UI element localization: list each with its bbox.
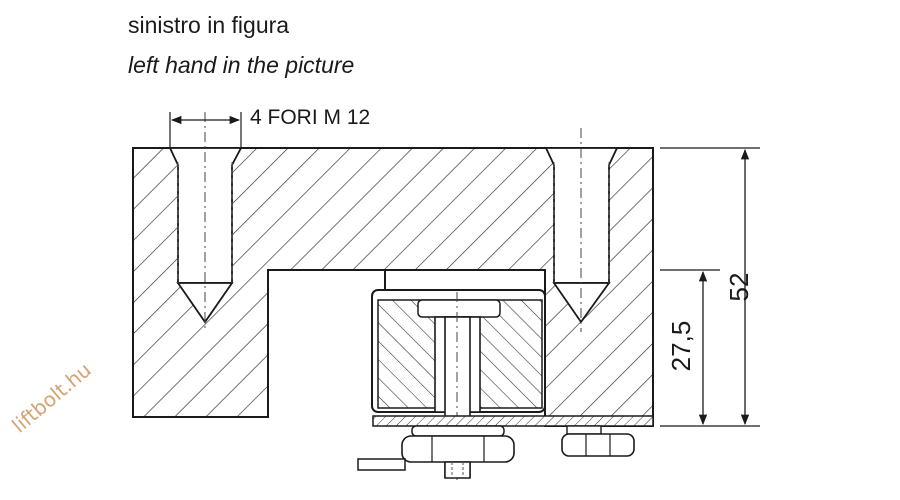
threaded-hole-left [168,112,243,332]
caption-english: left hand in the picture [128,52,355,78]
holes-label: 4 FORI M 12 [250,106,370,129]
watermark-text: liftbolt.hu [7,358,96,438]
dimension-27-5-label: 27,5 [666,321,696,372]
dimension-52-label: 52 [724,273,754,302]
hole-width-dimension [169,112,242,147]
roller-assembly [371,289,546,480]
tab-plate [357,458,406,471]
bolt-head-right [561,425,635,457]
base-plate [372,415,654,427]
caption-italian: sinistro in figura [128,12,290,38]
nut-assembly [401,425,515,479]
main-block-section [132,147,654,427]
threaded-hole-right [544,128,619,332]
